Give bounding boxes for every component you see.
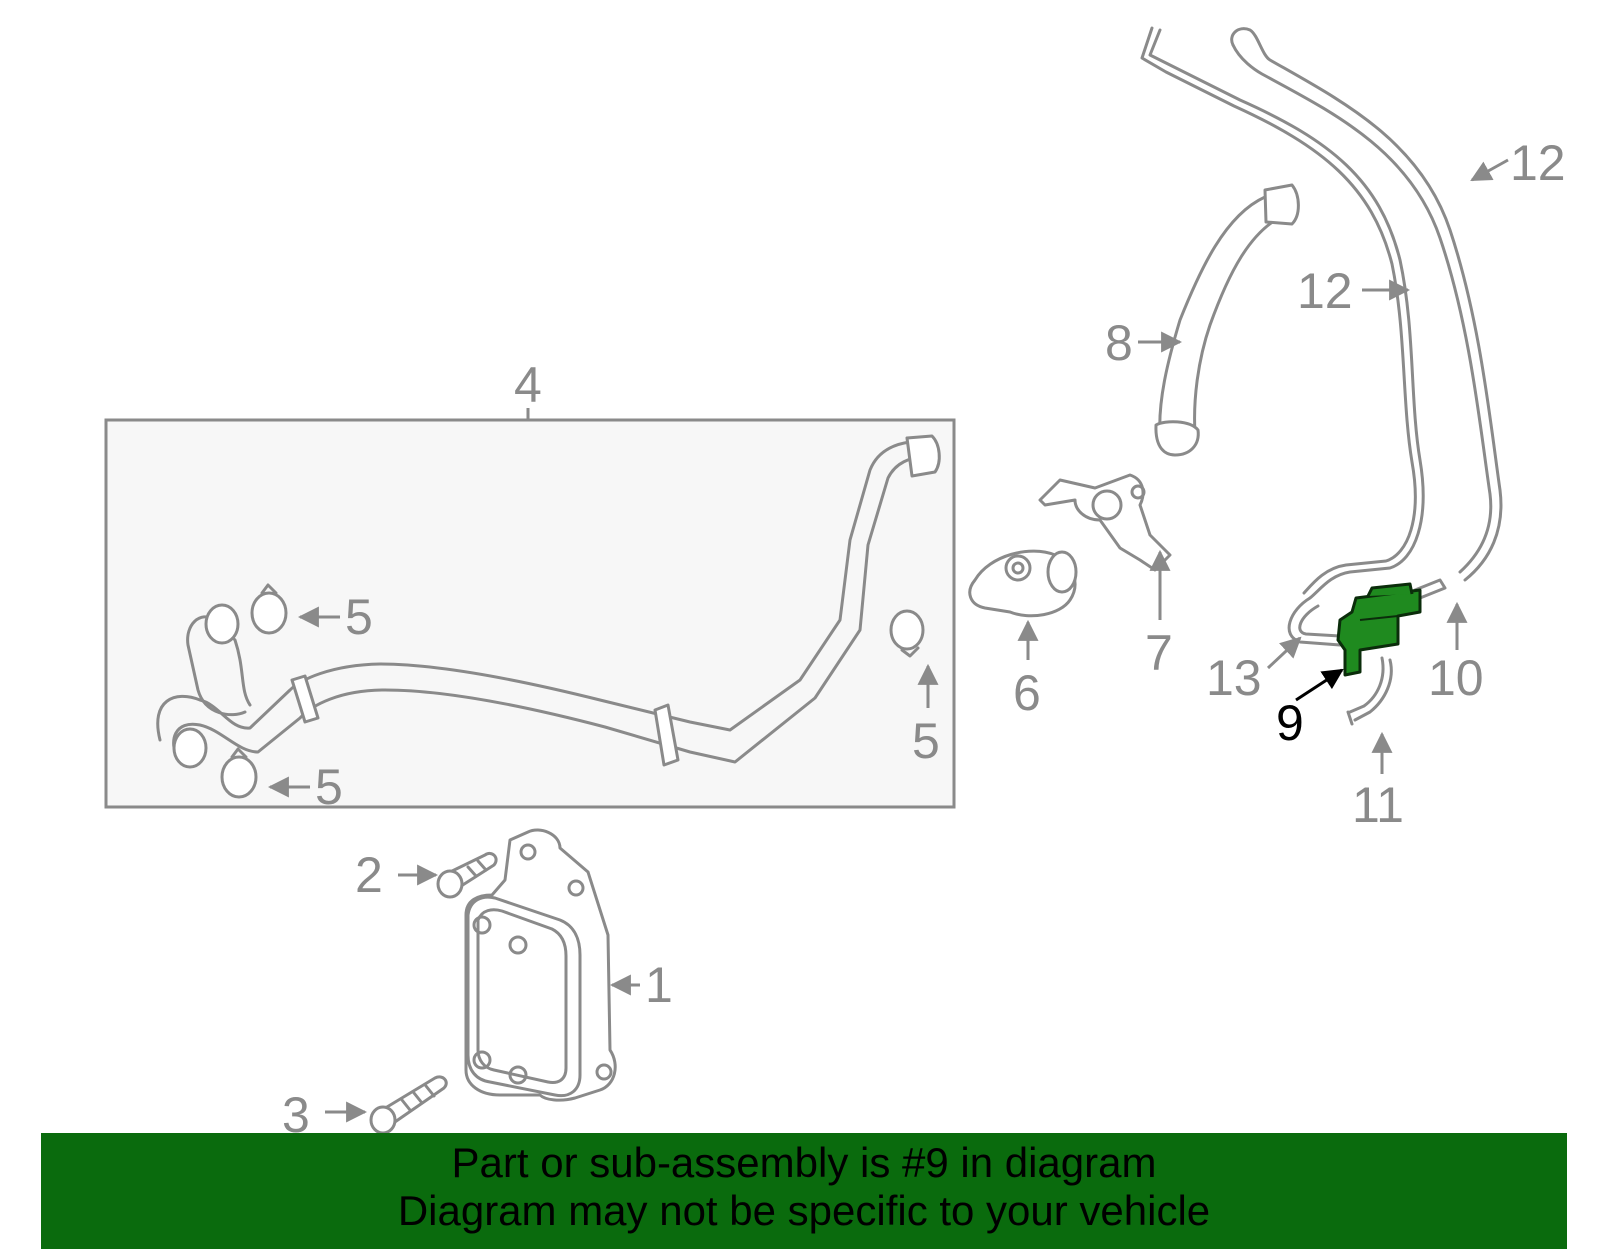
coolant-hose-8: [1154, 183, 1300, 457]
callout-5b: 5: [315, 759, 343, 815]
callout-6: 6: [1013, 665, 1041, 721]
callout-5a: 5: [345, 589, 373, 645]
hose-clamp-5c: [889, 609, 925, 658]
solenoid-valve-9[interactable]: [1336, 582, 1422, 677]
hose-11: [1346, 656, 1393, 726]
caption-line-1: Part or sub-assembly is #9 in diagram: [451, 1139, 1157, 1186]
callout-2: 2: [355, 847, 383, 903]
leader-lines: [267, 158, 1509, 1123]
callout-9[interactable]: 9: [1276, 695, 1304, 751]
vacuum-line-12: [1140, 26, 1503, 600]
callout-10: 10: [1428, 650, 1484, 706]
callout-12b: 12: [1510, 135, 1566, 191]
callout-4: 4: [514, 357, 542, 413]
callout-1: 1: [645, 957, 673, 1013]
part-caption-banner: Part or sub-assembly is #9 in diagram Di…: [41, 1133, 1567, 1249]
callout-12a: 12: [1297, 263, 1353, 319]
callout-5c: 5: [912, 713, 940, 769]
hose-clamp-5a: [250, 583, 288, 635]
thermostat-housing-6: [968, 549, 1078, 618]
callout-11: 11: [1352, 777, 1404, 833]
coolant-hose-4: [156, 434, 941, 769]
callout-13: 13: [1206, 650, 1262, 706]
callout-7: 7: [1145, 625, 1173, 681]
bolt-2: [436, 851, 498, 899]
bolt-3: [369, 1075, 448, 1135]
oil-cooler-1: [464, 828, 617, 1102]
hose-assembly-box: [104, 408, 956, 809]
caption-line-2: Diagram may not be specific to your vehi…: [397, 1187, 1211, 1234]
hose-clamp-5b: [220, 747, 258, 799]
callout-8: 8: [1105, 315, 1133, 371]
hose-13: [1287, 596, 1342, 647]
